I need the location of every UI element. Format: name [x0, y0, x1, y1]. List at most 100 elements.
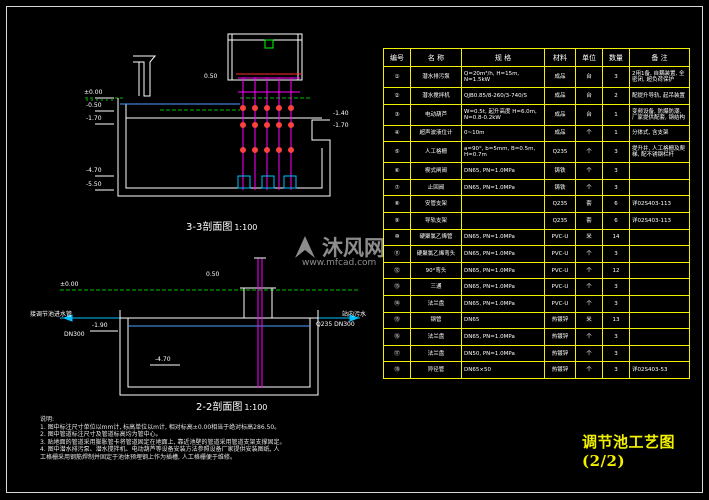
- table-cell: 楔式闸阀: [410, 162, 462, 180]
- table-cell: 成品: [544, 103, 576, 126]
- table-cell: [629, 228, 690, 247]
- table-cell: DN65, PN=1.0MPa: [461, 228, 545, 247]
- table-cell: 个: [575, 141, 603, 164]
- table-cell: 13: [602, 311, 630, 330]
- table-cell: 3: [602, 278, 630, 296]
- table-cell: DN65, PN=1.0MPa: [461, 245, 545, 263]
- table-cell: 个: [575, 361, 603, 379]
- table-cell: QJB0.85/8-260/3-740/S: [461, 87, 545, 105]
- table-cell: ⑦: [383, 178, 411, 197]
- table-cell: DN65×50: [461, 361, 545, 379]
- table-cell: [629, 261, 690, 280]
- table-cell: 详02S403-53: [629, 361, 690, 379]
- table-cell: DN65, PN=1.0MPa: [461, 328, 545, 346]
- table-cell: 热镀锌: [544, 311, 576, 330]
- table-cell: 法兰盘: [410, 328, 462, 346]
- table-cell: [629, 294, 690, 313]
- table-cell: 钢管: [410, 311, 462, 330]
- table-cell: PVC-U: [544, 294, 576, 313]
- level-label: ±0.00: [84, 89, 103, 96]
- level-label: ±0.00: [60, 281, 79, 288]
- col-header: 名 称: [410, 48, 462, 67]
- level-label: -5.50: [86, 181, 102, 188]
- table-cell: PVC-U: [544, 278, 576, 296]
- table-cell: [629, 245, 690, 263]
- outlet-label: 站内污水: [342, 311, 367, 318]
- section-3-3: [85, 33, 331, 197]
- table-cell: 三通: [410, 278, 462, 296]
- table-cell: 1: [602, 103, 630, 126]
- table-cell: 台: [575, 103, 603, 126]
- note-line: 4. 图中潜水排污泵、潜水搅拌机、电动葫芦等设备安装方法参照设备厂家提供安装图纸…: [40, 446, 280, 453]
- table-cell: 3: [602, 162, 630, 180]
- table-cell: [629, 162, 690, 180]
- table-cell: ⑬: [383, 278, 411, 296]
- table-cell: ⑭: [383, 294, 411, 313]
- table-cell: 法兰盘: [410, 344, 462, 363]
- table-cell: 12: [602, 261, 630, 280]
- level-label: -1.70: [333, 122, 349, 129]
- table-cell: [629, 278, 690, 296]
- level-label: -1.90: [92, 322, 108, 329]
- table-cell: 变频设备, 防爆防潮, 厂家提供配套, 钢结构: [629, 103, 690, 126]
- table-cell: 个: [575, 261, 603, 280]
- table-cell: 个: [575, 344, 603, 363]
- table-cell: 0~10m: [461, 124, 545, 143]
- notes-block: 说明: 1. 图中标注尺寸单位以mm计, 标高单位以m计, 相对标高±0.00相…: [40, 416, 340, 461]
- col-header: 材料: [544, 48, 576, 67]
- table-cell: 铸铁: [544, 178, 576, 197]
- table-cell: 成品: [544, 87, 576, 105]
- table-cell: 3: [602, 245, 630, 263]
- table-cell: a=90°, b=5mm, B=0.5m, H=0.7m: [461, 141, 545, 164]
- table-cell: ⑧: [383, 195, 411, 213]
- table-cell: DN65, PN=1.0MPa: [461, 162, 545, 180]
- table-cell: 止回阀: [410, 178, 462, 197]
- table-cell: 2: [602, 87, 630, 105]
- table-cell: 提升井, 人工格栅及爬梯, 配不锈钢栏杆: [629, 141, 690, 164]
- logo-icon: [295, 236, 315, 258]
- table-cell: DN65, PN=1.0MPa: [461, 294, 545, 313]
- col-header: 备 注: [629, 48, 690, 67]
- table-cell: 潜水搅拌机: [410, 87, 462, 105]
- table-cell: 套: [575, 211, 603, 230]
- table-cell: 米: [575, 228, 603, 247]
- table-cell: DN65: [461, 311, 545, 330]
- table-cell: 超声波液位计: [410, 124, 462, 143]
- table-cell: DN50, PN=1.0MPa: [461, 344, 545, 363]
- table-cell: PVC-U: [544, 245, 576, 263]
- col-header: 数量: [602, 48, 630, 67]
- table-cell: 成品: [544, 66, 576, 88]
- watermark-brand: 沐风网: [322, 236, 385, 260]
- level-label: -4.70: [86, 167, 102, 174]
- note-line: 1. 图中标注尺寸单位以mm计, 标高单位以m计, 相对标高±0.00相当于绝对…: [40, 423, 281, 431]
- level-label: 0.50: [206, 271, 220, 278]
- table-cell: 个: [575, 124, 603, 143]
- table-cell: ②: [383, 87, 411, 105]
- inlet-label: 接调节池进水管: [30, 311, 73, 318]
- table-cell: ⑩: [383, 228, 411, 247]
- table-cell: ⑤: [383, 141, 411, 164]
- table-cell: ⑪: [383, 245, 411, 263]
- table-cell: DN65, PN=1.0MPa: [461, 278, 545, 296]
- table-cell: ⑰: [383, 344, 411, 363]
- table-cell: ⑱: [383, 361, 411, 379]
- level-label: 0.50: [204, 73, 218, 80]
- section-2-2: [60, 257, 360, 396]
- table-cell: [461, 195, 545, 213]
- table-cell: 3: [602, 178, 630, 197]
- table-cell: 潜水排污泵: [410, 66, 462, 88]
- table-cell: ⑥: [383, 162, 411, 180]
